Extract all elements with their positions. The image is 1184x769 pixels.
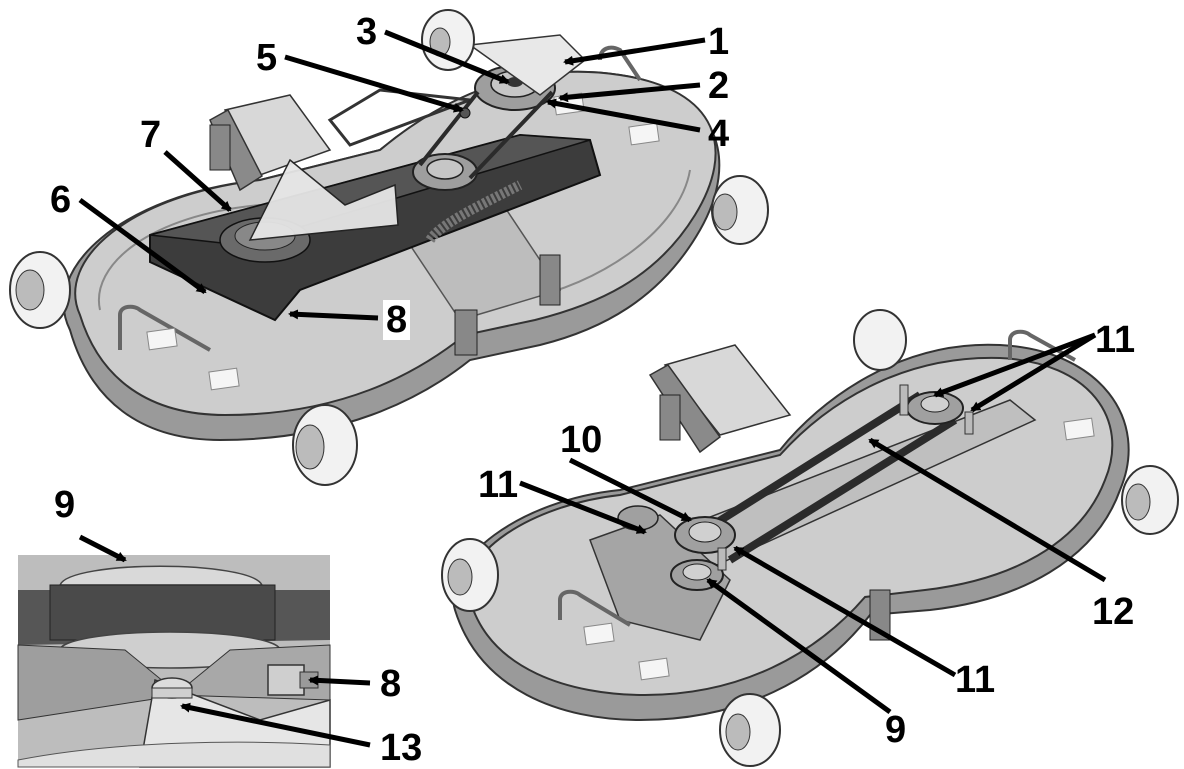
callout-9-inset: 9 — [54, 484, 76, 526]
leader-9b — [706, 577, 892, 715]
leader-6 — [78, 197, 207, 295]
leader-11c — [519, 480, 647, 535]
deck-top-wheels — [9, 9, 769, 486]
callout-1: 1 — [708, 21, 730, 63]
leader-10 — [568, 457, 692, 523]
leader-5 — [284, 54, 464, 113]
leader-lines — [78, 29, 1107, 748]
callout-12: 12 — [1092, 591, 1135, 633]
callout-11-left: 11 — [478, 464, 519, 506]
leader-8a — [288, 309, 379, 321]
callout-7: 7 — [140, 114, 162, 156]
callout-9-belt: 9 — [885, 709, 907, 751]
leader-11d — [733, 545, 957, 678]
inset-detail — [17, 555, 331, 768]
leader-1 — [563, 37, 706, 66]
callout-11-top: 11 — [1095, 319, 1136, 361]
callout-5: 5 — [253, 38, 281, 78]
leader-13 — [180, 702, 371, 748]
callout-3: 3 — [356, 11, 378, 53]
callout-11-bottom: 11 — [955, 659, 996, 701]
callout-10: 10 — [560, 419, 603, 461]
callout-8-inset: 8 — [380, 663, 402, 705]
callout-13: 13 — [380, 727, 423, 769]
leader-2 — [558, 82, 701, 103]
leader-11b — [970, 332, 1097, 413]
callout-6: 6 — [50, 179, 72, 221]
leader-3 — [384, 29, 510, 85]
leader-7 — [163, 150, 232, 212]
leader-11a — [933, 332, 1096, 398]
callout-4: 4 — [708, 113, 730, 155]
callout-2: 2 — [708, 65, 730, 107]
callout-8-top: 8 — [383, 300, 411, 340]
deck-belt-view — [441, 309, 1179, 767]
leader-8b — [308, 675, 371, 686]
deck-top-view — [9, 9, 769, 486]
leader-12 — [868, 437, 1107, 583]
leader-9a — [78, 534, 127, 563]
leader-4 — [546, 98, 701, 133]
deck-belt-wheels — [441, 309, 1179, 767]
